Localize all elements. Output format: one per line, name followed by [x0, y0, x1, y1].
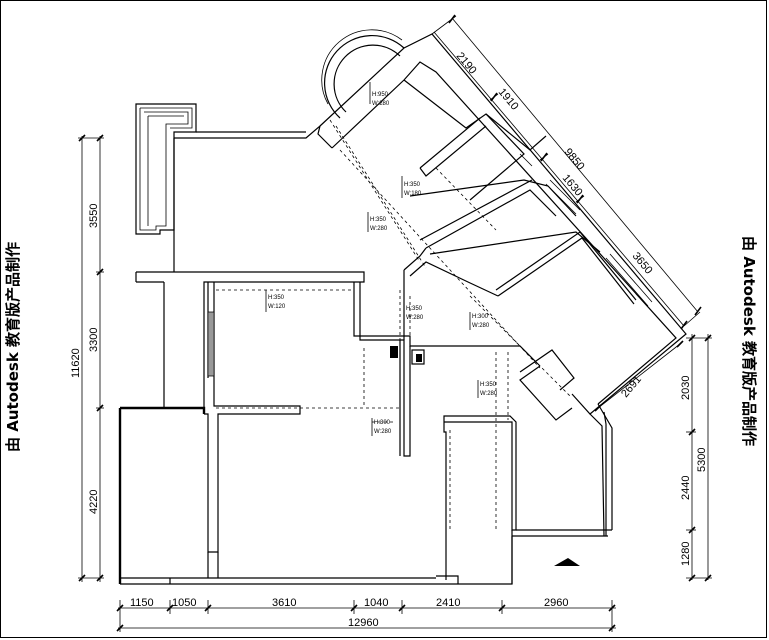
- svg-text:H:350: H:350: [404, 182, 421, 188]
- dim-bottom-1: 1150: [130, 597, 154, 609]
- dim-diag-total: 9850: [562, 146, 587, 172]
- svg-text:H:350: H:350: [370, 217, 387, 223]
- dim-right-3: 1280: [680, 542, 692, 566]
- svg-text:W:280: W:280: [370, 226, 388, 232]
- dim-left-1: 3550: [88, 204, 100, 228]
- balcony-upper-left: [135, 103, 197, 235]
- dim-bottom-6: 2960: [544, 597, 568, 609]
- svg-text:W:280: W:280: [472, 323, 490, 329]
- bottom-dimension: 1150 1050 3610 1040 2410 2960 12960: [116, 597, 616, 632]
- svg-text:W:180: W:180: [404, 191, 422, 197]
- window-tag: H:300 W:280: [469, 312, 490, 330]
- dim-bottom-4: 1040: [364, 597, 388, 609]
- window-tag: H:350 W:280: [403, 304, 424, 322]
- bay-window: [321, 29, 405, 119]
- svg-text:W:280: W:280: [374, 429, 392, 435]
- right-dimension: 2030 2440 1280 5300: [680, 334, 712, 582]
- svg-text:W:120: W:120: [268, 304, 286, 310]
- svg-text:W:280: W:280: [406, 315, 424, 321]
- dim-diag-lower: 2691: [619, 373, 644, 399]
- dim-bottom-2: 1050: [172, 597, 196, 609]
- door-swing: [411, 349, 425, 365]
- svg-text:H:300: H:300: [374, 420, 391, 426]
- dim-right-total: 5300: [696, 448, 708, 472]
- direction-marker: [554, 558, 580, 566]
- left-dimension: 3550 3300 4220 11620: [70, 134, 104, 582]
- svg-text:H:350: H:350: [406, 306, 423, 312]
- svg-text:H:350: H:350: [480, 382, 497, 388]
- dim-left-total: 11620: [70, 348, 82, 378]
- svg-text:H:300: H:300: [472, 314, 489, 320]
- pillar: [390, 346, 398, 358]
- window-tag: H:350 W:120: [265, 290, 286, 312]
- window-tag: H:350 W:280: [367, 212, 388, 232]
- dim-left-2: 3300: [88, 328, 100, 352]
- window-tags: H:950 W:280 H:350 W:180 H:350 W:280 H:35…: [265, 82, 498, 436]
- dim-bottom-5: 2410: [436, 597, 460, 609]
- dim-left-3: 4220: [88, 490, 100, 514]
- window-tag: H:350 W:180: [401, 176, 422, 198]
- outer-walls: [118, 124, 513, 585]
- rotated-rooms: [319, 33, 687, 537]
- svg-text:W:280: W:280: [480, 391, 498, 397]
- dim-bottom-3: 3610: [272, 597, 296, 609]
- svg-text:H:350: H:350: [268, 295, 285, 301]
- dim-bottom-total: 12960: [348, 617, 379, 629]
- dashed-lines: [216, 119, 571, 530]
- window-tag: H:300 W:280: [371, 418, 392, 436]
- svg-text:H:950: H:950: [372, 92, 389, 98]
- window-tag: H:350 W:280: [477, 380, 498, 398]
- svg-text:W:280: W:280: [372, 101, 390, 107]
- watermark-left: 由 Autodesk 教育版产品制作: [4, 242, 22, 452]
- window-tag: H:950 W:280: [369, 82, 390, 107]
- dim-diag-3: 1630: [560, 172, 585, 198]
- dim-right-1: 2030: [680, 376, 692, 400]
- dim-right-2: 2440: [680, 476, 692, 500]
- watermark-right: 由 Autodesk 教育版产品制作: [740, 236, 758, 446]
